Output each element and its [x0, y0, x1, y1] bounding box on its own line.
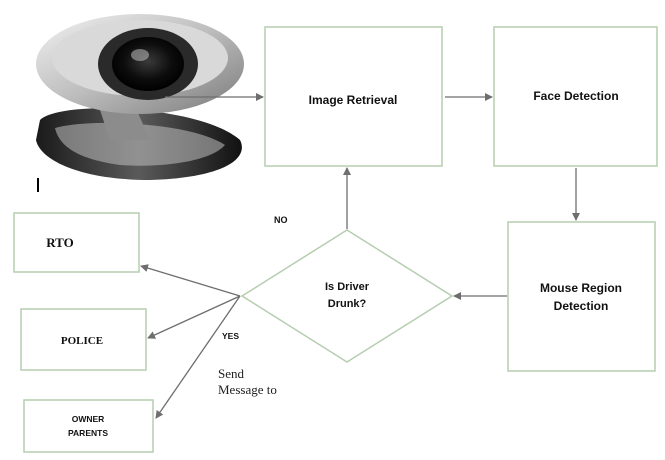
yes-edge-label: YES [222, 331, 239, 341]
mouse-region-label-line1: Mouse Region [540, 281, 622, 295]
no-edge-label: NO [274, 215, 288, 225]
arrow-decision-to-rto [140, 264, 241, 297]
face-detection-box [493, 26, 658, 167]
decision-label-line1: Is Driver [325, 281, 370, 293]
mouse-region-label-line2: Detection [554, 299, 609, 313]
rto-label: RTO [46, 235, 73, 250]
mouse-region-detection-box [507, 221, 656, 372]
owner-label-line2: PARENTS [68, 428, 108, 438]
image-retrieval-label: Image Retrieval [309, 93, 398, 107]
police-box [20, 308, 147, 371]
send-message-label-line1: Send [218, 366, 245, 381]
rto-box [13, 212, 140, 273]
police-label: POLICE [61, 335, 103, 347]
image-retrieval-box [264, 26, 443, 167]
arrow-decision-to-owner [155, 295, 241, 419]
send-message-label-line2: Message to [218, 382, 277, 397]
webcam-icon [36, 14, 244, 192]
arrow-decision-to-police [147, 295, 241, 339]
owner-parents-box [23, 399, 154, 453]
face-detection-label: Face Detection [533, 89, 618, 103]
owner-label-line1: OWNER [72, 414, 105, 424]
drunk-decision-diamond [240, 229, 454, 363]
decision-label-line2: Drunk? [328, 298, 367, 310]
